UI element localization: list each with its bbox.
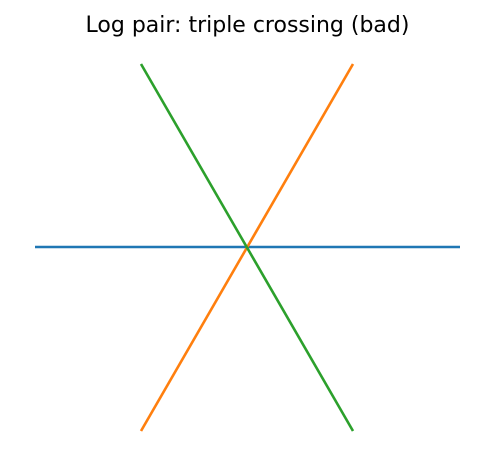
diagram-title: Log pair: triple crossing (bad) (85, 13, 410, 38)
falling-diagonal-line (139, 63, 355, 432)
